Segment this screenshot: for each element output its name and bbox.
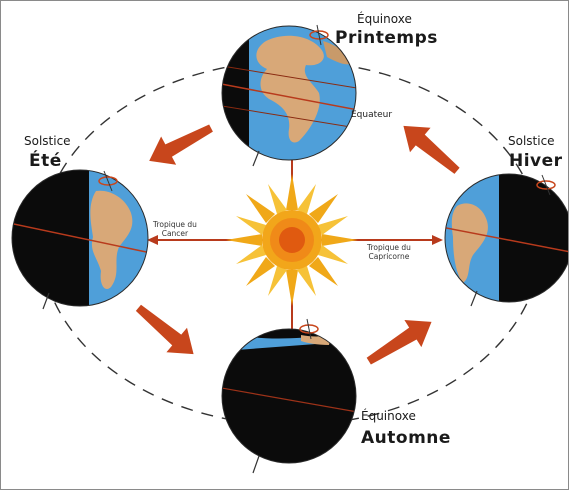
- sun-icon: [226, 174, 358, 306]
- label-tropique-capricorne: Tropique du Capricorne: [367, 243, 411, 261]
- label-ete-big: Été: [29, 151, 62, 171]
- arrowhead-left: [147, 235, 158, 245]
- season-arrow-icon: [135, 304, 194, 355]
- season-arrows: [135, 124, 460, 365]
- earth-globe-icon: [444, 173, 568, 303]
- season-arrow-icon: [403, 125, 460, 174]
- arrowhead-right: [432, 235, 443, 245]
- axis-stub: [42, 292, 50, 310]
- label-hiver-small: Solstice: [508, 134, 555, 148]
- season-arrow-icon: [366, 320, 432, 365]
- rotation-arrow-icon: [98, 170, 118, 192]
- label-tropique-cancer-line2: Cancer: [161, 229, 189, 238]
- label-printemps-big: Printemps: [335, 28, 438, 48]
- label-printemps-small: Équinoxe: [357, 12, 412, 26]
- rotation-arrow-icon: [536, 174, 556, 196]
- rotation-arrow-icon: [309, 24, 329, 46]
- earth-globe-icon: [221, 328, 357, 464]
- earth-globe-icon: [11, 169, 149, 307]
- label-automne-big: Automne: [361, 428, 451, 448]
- label-tropique-capricorne-line1: Tropique du: [367, 243, 411, 252]
- axis-stub: [470, 290, 478, 307]
- season-arrow-icon: [149, 124, 213, 165]
- label-tropique-capricorne-line2: Capricorne: [368, 252, 410, 261]
- label-hiver-big: Hiver: [509, 151, 563, 171]
- label-automne-small: Équinoxe: [361, 409, 416, 423]
- label-equateur: Équateur: [351, 110, 393, 120]
- axis-stub: [252, 150, 260, 167]
- label-tropique-cancer: Tropique du Cancer: [153, 220, 197, 238]
- label-tropique-cancer-line1: Tropique du: [153, 220, 197, 229]
- axis-stub: [252, 455, 260, 474]
- rotation-arrow-icon: [299, 318, 319, 340]
- label-ete-small: Solstice: [24, 134, 71, 148]
